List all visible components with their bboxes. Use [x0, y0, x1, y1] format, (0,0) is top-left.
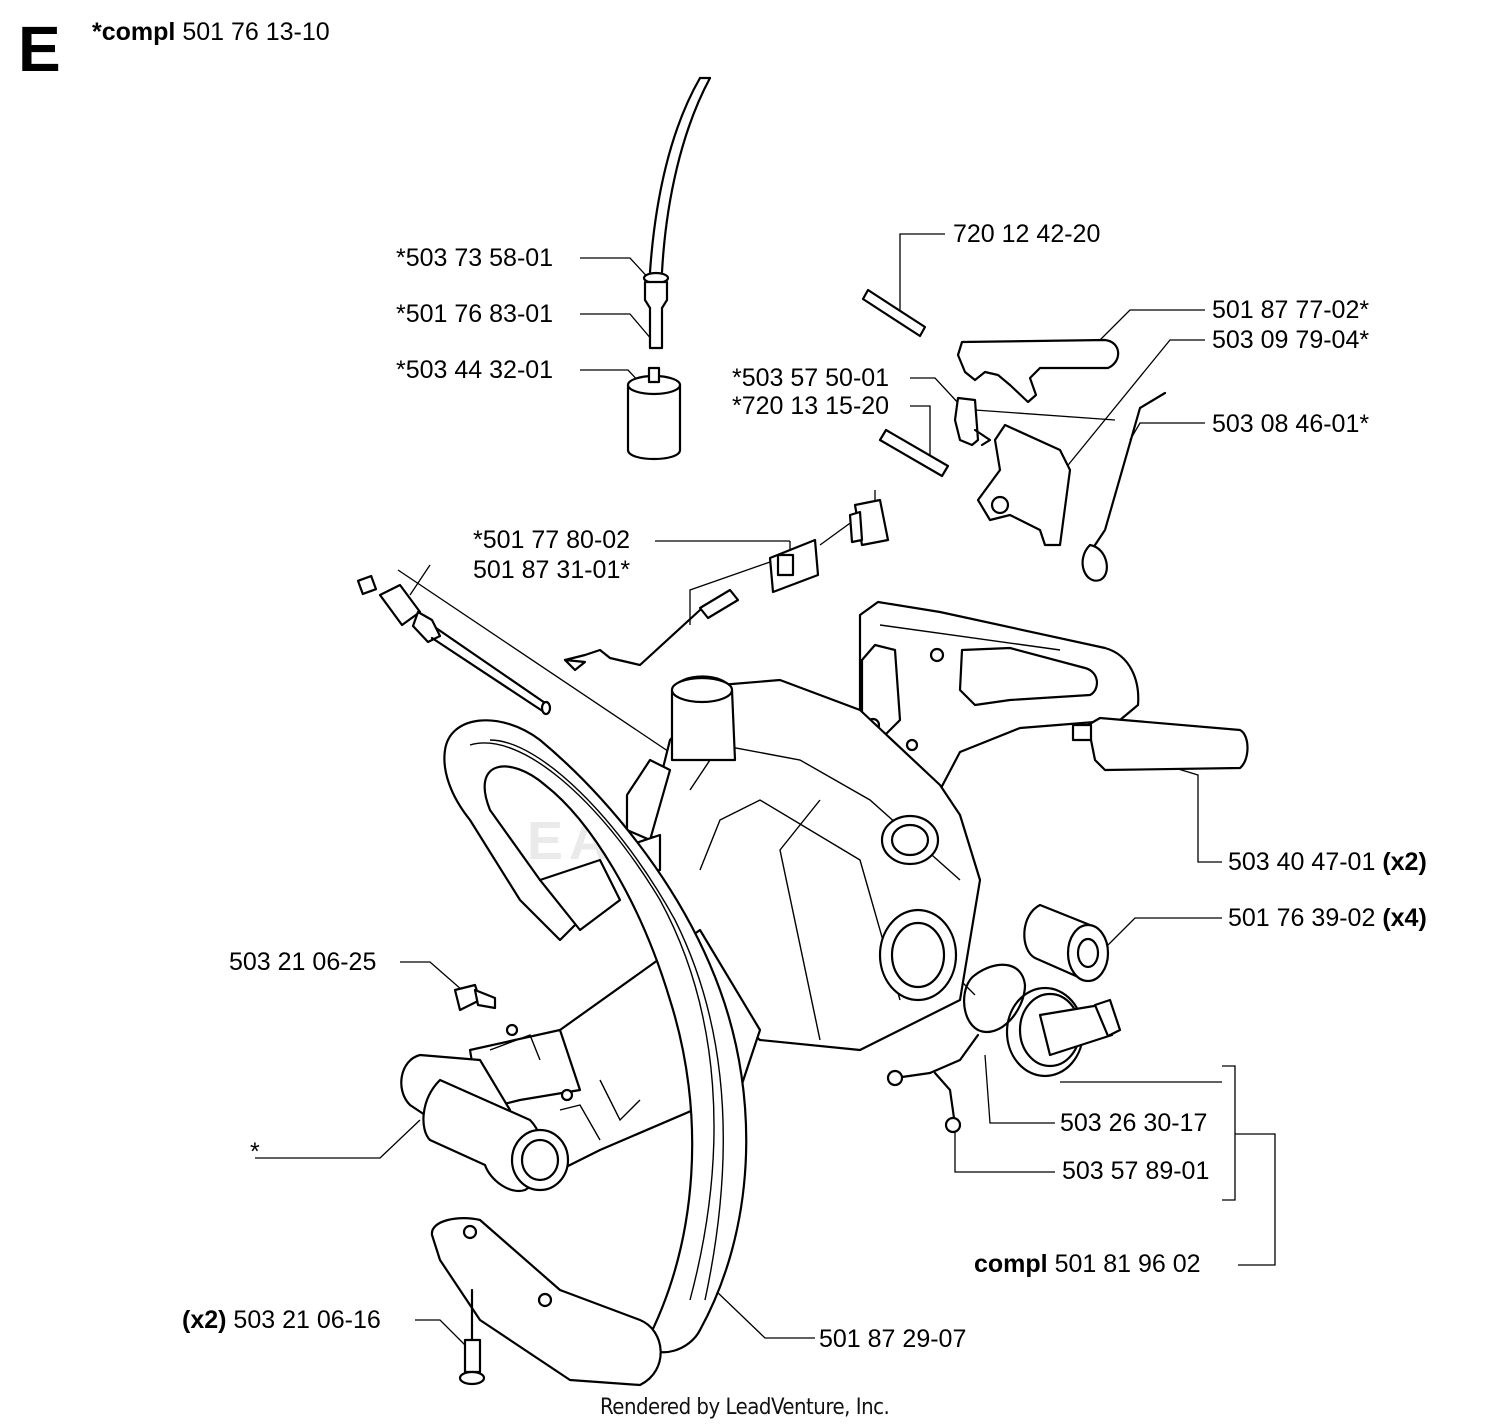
callout-strap: 503 57 89-01 — [1062, 1157, 1210, 1185]
callout-pin-upper: 720 12 42-20 — [953, 220, 1101, 248]
callout-cap-assembly: compl 501 81 96 02 — [974, 1250, 1201, 1278]
callout-throttle-rod: 503 08 46-01* — [1212, 410, 1370, 438]
anti-vibration-bushing — [1023, 903, 1110, 983]
throttle-trigger — [956, 338, 1120, 404]
callout-o-ring: 503 26 30-17 — [1060, 1109, 1208, 1137]
callout-choke-rod: *501 77 80-02 — [473, 526, 631, 554]
callout-screw-upper: 503 21 06-25 — [229, 948, 377, 976]
pin-lower — [878, 428, 950, 478]
callout-spring: *503 57 50-01 — [732, 364, 890, 392]
callout-bushing: 501 76 39-02 (x4) — [1228, 904, 1427, 932]
cap-strap — [886, 1033, 980, 1134]
front-handle — [430, 719, 748, 1387]
callout-stop-wire: 501 87 31-01* — [473, 556, 631, 584]
trigger-lockout — [976, 423, 1072, 547]
callout-throttle-trigger: 501 87 77-02* — [1212, 296, 1370, 324]
hose-nipple — [642, 271, 670, 350]
throttle-rod — [1081, 391, 1167, 582]
callout-trigger-lockout: 503 09 79-04* — [1212, 326, 1370, 354]
footer-credit: Rendered by LeadVenture, Inc. — [600, 1395, 890, 1420]
screw-lower — [458, 1288, 486, 1386]
tank-cap — [1005, 986, 1122, 1078]
callout-front-handle: 501 87 29-07 — [819, 1325, 967, 1353]
callout-screw-lower: (x2) 503 21 06-16 — [182, 1306, 381, 1334]
callout-pin-lower: *720 13 15-20 — [732, 392, 890, 420]
callout-handle-insert: 503 40 47-01 (x2) — [1228, 848, 1427, 876]
header-part-number: 501 76 13-10 — [182, 18, 330, 46]
section-letter: E — [18, 13, 61, 85]
callout-fitting: *503 73 58-01 — [396, 244, 554, 272]
callout-fuel-filter: *503 44 32-01 — [396, 356, 554, 384]
header-prefix: *compl — [92, 18, 176, 46]
callout-hose-nipple: *501 76 83-01 — [396, 300, 554, 328]
choke-rod — [563, 498, 890, 672]
stop-wire — [356, 574, 552, 716]
fuel-hose — [648, 76, 712, 274]
assembly-header: *compl 501 76 13-10 — [92, 18, 330, 46]
o-ring — [963, 963, 1027, 1033]
trigger-spring — [953, 396, 992, 447]
fuel-filter — [626, 366, 682, 460]
screw-upper — [453, 983, 497, 1012]
pin-upper — [861, 288, 927, 338]
callout-housing: * — [250, 1138, 260, 1166]
